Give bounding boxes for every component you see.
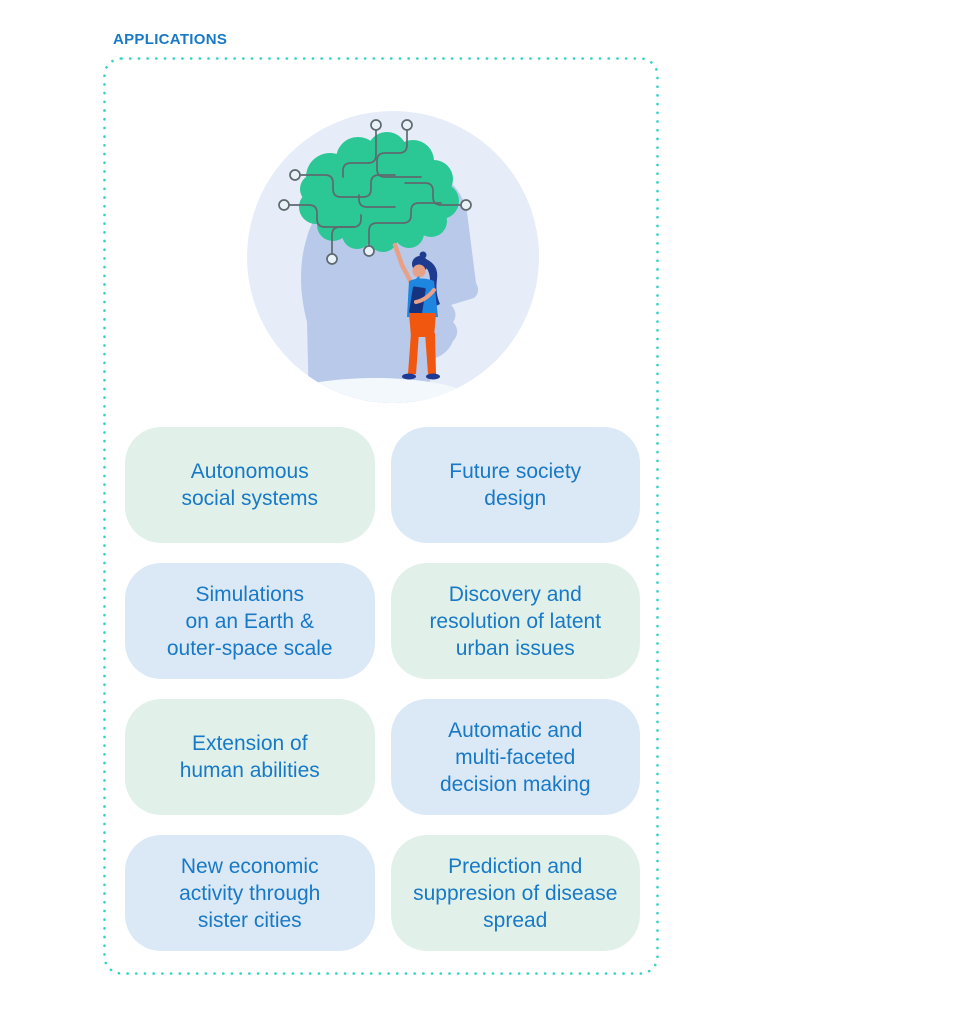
card-prediction-suppression-disease: Prediction and suppresion of disease spr… [390, 835, 640, 951]
card-simulations-earth-outer-space: Simulations on an Earth & outer-space sc… [125, 563, 375, 679]
woman-holding-arm [414, 288, 436, 304]
woman-figure [392, 242, 440, 380]
card-future-society-design: Future society design [390, 427, 640, 543]
card-extension-human-abilities: Extension of human abilities [125, 699, 375, 815]
head-brain-illustration [247, 111, 539, 403]
woman-head [412, 264, 426, 278]
application-cards-grid: Autonomous social systems Future society… [125, 427, 640, 951]
card-discovery-latent-urban-issues: Discovery and resolution of latent urban… [390, 563, 640, 679]
woman-arms [392, 242, 416, 289]
woman-shoes [402, 373, 440, 380]
card-autonomous-social-systems: Autonomous social systems [125, 427, 375, 543]
circuit-traces [288, 129, 462, 255]
card-automatic-decision-making: Automatic and multi-faceted decision mak… [390, 699, 640, 815]
card-new-economic-activity-sister-cities: New economic activity through sister cit… [125, 835, 375, 951]
woman-pants [408, 313, 436, 374]
circuit-nodes [278, 119, 472, 265]
page-title: APPLICATIONS [113, 31, 228, 48]
applications-panel: Autonomous social systems Future society… [103, 57, 659, 975]
